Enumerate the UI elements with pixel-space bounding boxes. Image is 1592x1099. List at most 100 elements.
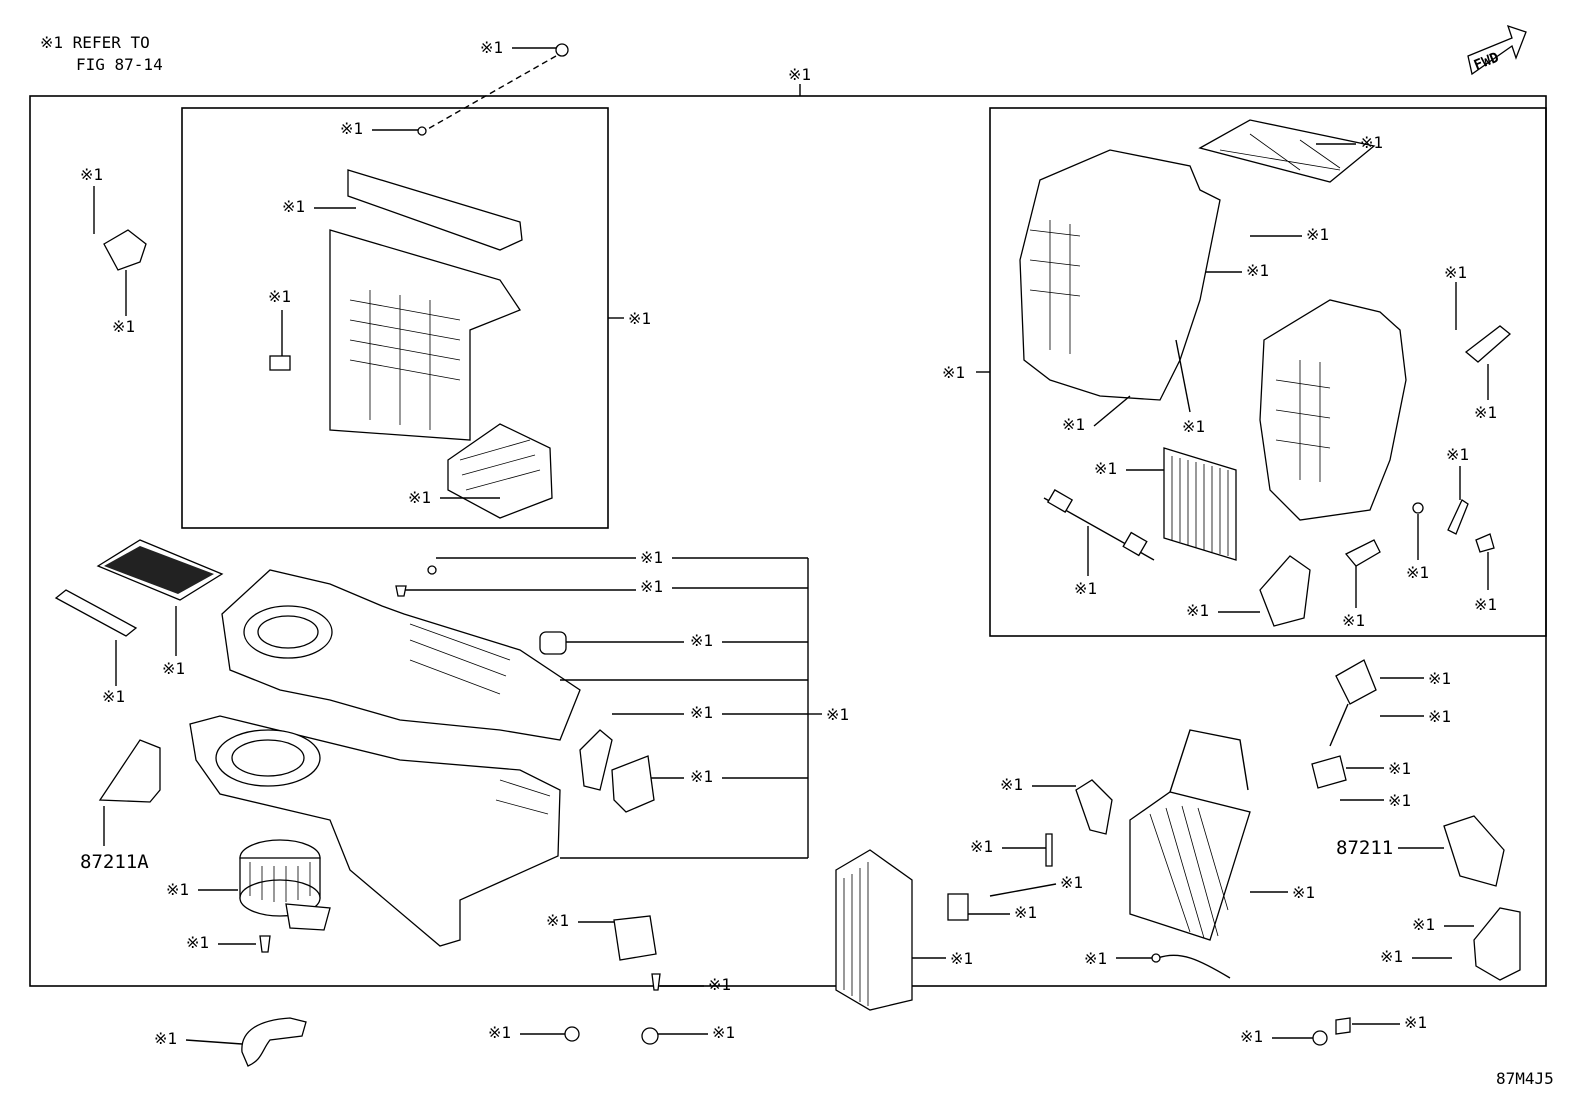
ref-resistor-screw: ※1	[708, 975, 731, 994]
cabin-filter	[96, 539, 224, 601]
ref-frame: ※1	[788, 65, 811, 84]
lever-icon	[579, 729, 613, 791]
plate-icon	[539, 631, 567, 655]
ref-sensor: ※1	[1388, 759, 1411, 778]
note-line2: FIG 87-14	[76, 55, 163, 74]
ref-cabin-filter: ※1	[162, 659, 185, 678]
ref-housing-set: ※1	[826, 705, 849, 724]
heater-case-right	[1259, 299, 1407, 521]
ref-evaporator: ※1	[1292, 883, 1315, 902]
ref-gear: ※1	[1186, 601, 1209, 620]
filter-housing	[447, 423, 553, 519]
ref-motor-screw: ※1	[186, 933, 209, 952]
motor-bracket	[103, 229, 147, 271]
arm-icon	[1447, 499, 1469, 535]
ref-case-mid: ※1	[1182, 417, 1205, 436]
door-shaft	[1043, 489, 1155, 561]
ref-inset-right: ※1	[942, 363, 965, 382]
ref-nut-c: ※1	[1240, 1027, 1263, 1046]
filter-cover	[54, 589, 138, 637]
ref-thermistor: ※1	[1084, 949, 1107, 968]
nut-icon	[555, 43, 569, 57]
ref-heater-core-lower: ※1	[950, 949, 973, 968]
ref-case-left: ※1	[1062, 415, 1085, 434]
ref-screw-a: ※1	[80, 165, 103, 184]
part-87211a: 87211A	[80, 851, 149, 873]
nut-c-icon	[1312, 1030, 1328, 1046]
ref-nut-b: ※1	[488, 1023, 511, 1042]
expansion-valve	[947, 893, 969, 921]
link-icon	[611, 755, 655, 813]
duct-87211	[1443, 815, 1505, 887]
link-lever-icon	[1344, 539, 1381, 567]
bolt-icon	[641, 1027, 659, 1045]
ref-filter-housing: ※1	[408, 488, 431, 507]
ref-drain-hose: ※1	[154, 1029, 177, 1048]
ref-door: ※1	[1246, 261, 1269, 280]
ref-actuator-screw: ※1	[1428, 707, 1451, 726]
clip-icon	[1475, 533, 1495, 553]
ref-rail: ※1	[1306, 225, 1329, 244]
ref-inset-left: ※1	[628, 309, 651, 328]
part-87211: 87211	[1336, 837, 1393, 859]
pin-icon	[1412, 502, 1424, 514]
ref-lever: ※1	[690, 703, 713, 722]
ref-grommet-a: ※1	[640, 548, 663, 567]
ref-link-lever: ※1	[1342, 611, 1365, 630]
heater-case-left	[1019, 149, 1221, 401]
ref-bracket-arm-b: ※1	[1474, 403, 1497, 422]
ref-bolt: ※1	[712, 1023, 735, 1042]
bolt-c-icon	[1335, 1017, 1351, 1035]
blower-motor	[239, 839, 331, 931]
heater-core	[1163, 447, 1237, 561]
note-line1: ※1 REFER TO	[40, 33, 150, 52]
gear-icon	[1259, 555, 1311, 627]
sensor-icon	[1311, 755, 1347, 789]
ref-gasket: ※1	[1000, 775, 1023, 794]
ref-foot-duct: ※1	[1412, 915, 1435, 934]
ref-grommet-b: ※1	[640, 577, 663, 596]
gasket-icon	[1075, 779, 1113, 835]
ref-small-bracket: ※1	[970, 837, 993, 856]
evaporator	[1129, 729, 1251, 941]
resistor	[613, 915, 657, 961]
ref-bracket: ※1	[112, 317, 135, 336]
case-top-panel	[1198, 119, 1376, 183]
ref-actuator: ※1	[268, 287, 291, 306]
ref-resistor: ※1	[546, 911, 569, 930]
ref-arm: ※1	[1446, 445, 1469, 464]
ref-blower-motor: ※1	[166, 880, 189, 899]
ref-clip-right: ※1	[1474, 595, 1497, 614]
ref-top-panel: ※1	[1360, 133, 1383, 152]
ref-bolt-c: ※1	[1404, 1013, 1427, 1032]
ref-top-nut: ※1	[480, 38, 503, 57]
ref-actuator-right: ※1	[1428, 669, 1451, 688]
ref-seal: ※1	[282, 197, 305, 216]
blower-lower-unit	[189, 715, 561, 947]
thermistor-icon	[1151, 953, 1161, 963]
blower-upper-unit	[221, 569, 581, 741]
nut-b-icon	[564, 1026, 580, 1042]
foot-duct	[1473, 907, 1521, 981]
ref-plate: ※1	[690, 631, 713, 650]
ref-heater-core: ※1	[1094, 459, 1117, 478]
actuator-right	[1335, 659, 1377, 705]
heater-core-lower	[835, 849, 913, 1011]
ref-sensor-screw: ※1	[1388, 791, 1411, 810]
bracket-arm-icon	[1464, 325, 1512, 363]
actuator-icon	[269, 355, 291, 371]
diagram-code: 87M4J5	[1496, 1069, 1554, 1088]
ref-clip: ※1	[340, 119, 363, 138]
drain-hose	[241, 1017, 307, 1067]
ref-pin: ※1	[1406, 563, 1429, 582]
ref-filter-cover: ※1	[102, 687, 125, 706]
ref-link: ※1	[690, 767, 713, 786]
ref-valve: ※1	[1014, 903, 1037, 922]
fwd-arrow-icon: FWD	[1467, 24, 1527, 76]
duct-87211a	[98, 739, 161, 803]
ref-bracket-arm-a: ※1	[1444, 263, 1467, 282]
blower-upper-case	[329, 169, 523, 441]
ref-wire-screw: ※1	[1060, 873, 1083, 892]
ref-foot-duct-clip: ※1	[1380, 947, 1403, 966]
